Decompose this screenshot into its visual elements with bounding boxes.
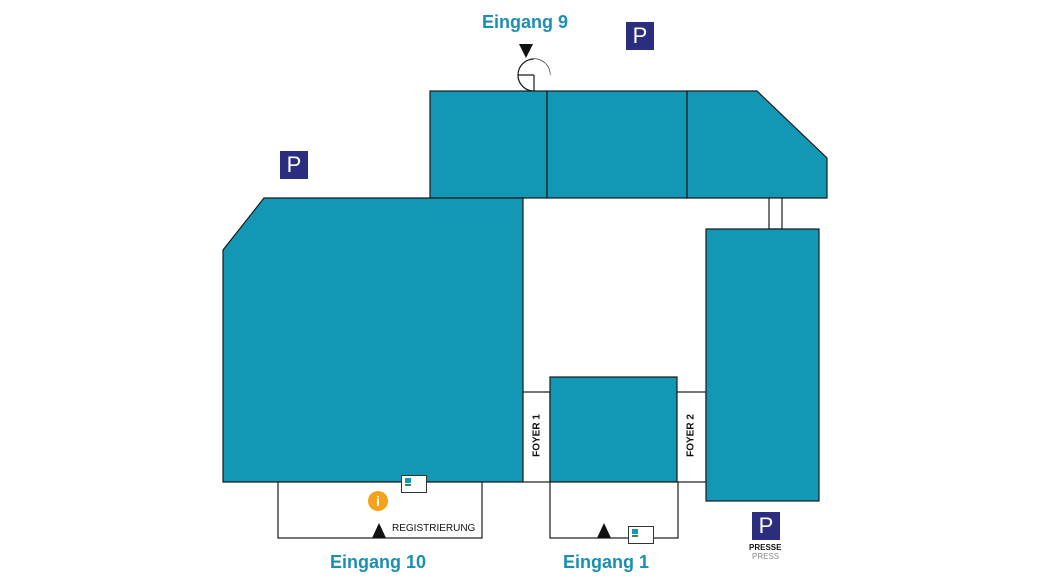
entrance-1-label[interactable]: Eingang 1 — [563, 552, 650, 572]
connector-bridge — [768, 197, 783, 230]
parking-icon[interactable]: P — [280, 151, 308, 179]
info-icon[interactable]: i — [368, 491, 388, 511]
hall-top-right[interactable] — [686, 90, 828, 199]
atm-icon[interactable] — [401, 475, 427, 493]
hall-top-middle[interactable] — [546, 90, 688, 199]
registration-label: REGISTRIERUNG — [392, 523, 476, 534]
entrance-arrow-icon — [372, 523, 386, 538]
entrance-arrow-icon — [597, 523, 611, 538]
entrance-1-area — [549, 481, 679, 539]
hall-center[interactable] — [549, 376, 678, 483]
hall-right[interactable] — [705, 228, 820, 502]
foyer-2-label: FOYER 2 — [685, 414, 697, 457]
parking-icon[interactable]: P — [626, 22, 654, 50]
entrance-arrow-icon — [519, 44, 533, 58]
atm-icon[interactable] — [628, 526, 654, 544]
foyer-1-area — [522, 391, 551, 483]
press-label-en: PRESS — [752, 552, 780, 561]
hall-large-left[interactable] — [222, 197, 524, 483]
hall-top-left[interactable] — [429, 90, 548, 199]
parking-icon[interactable]: P — [752, 512, 780, 540]
entrance-10-label[interactable]: Eingang 10 — [330, 552, 427, 572]
foyer-1-label: FOYER 1 — [531, 414, 543, 457]
revolving-door-icon — [517, 58, 551, 92]
entrance-9-label[interactable]: Eingang 9 — [482, 12, 569, 32]
foyer-2-area — [676, 391, 707, 483]
press-label-de: PRESSE — [749, 543, 782, 552]
